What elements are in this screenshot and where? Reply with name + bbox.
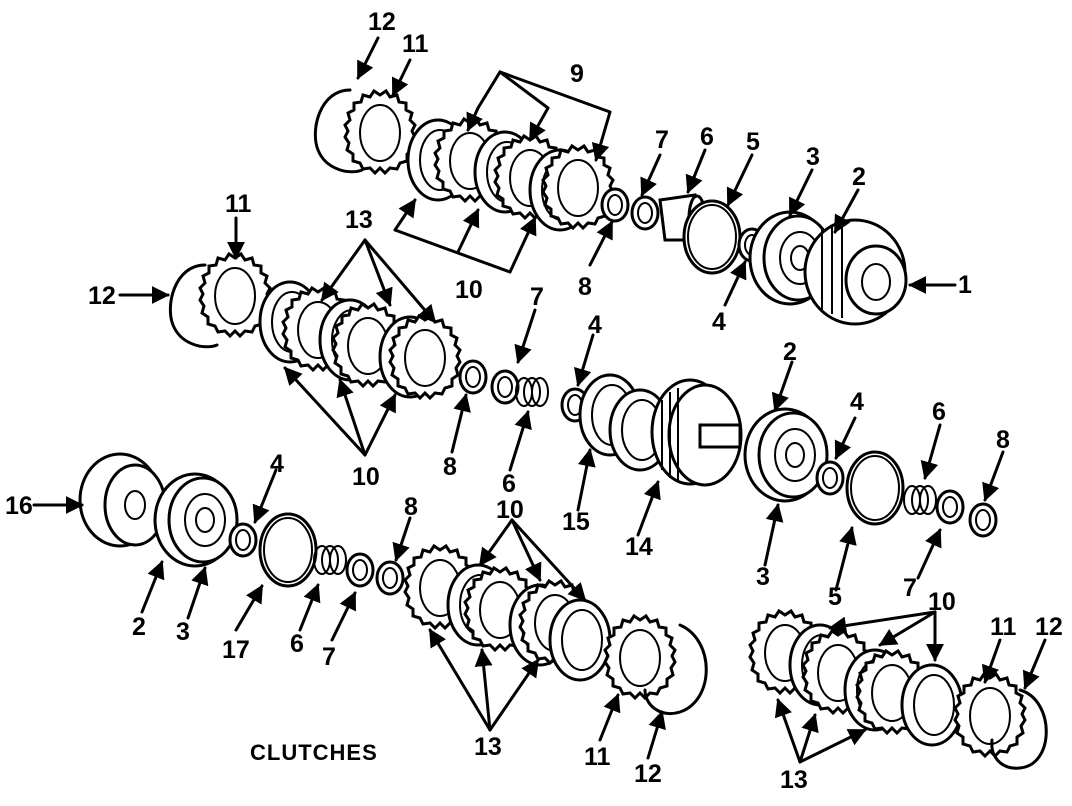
- seal-ring: [258, 512, 318, 588]
- callout-12: 12: [634, 760, 662, 788]
- callout-14: 14: [625, 533, 653, 561]
- spring: [903, 485, 937, 515]
- planetary-gear: [650, 378, 743, 487]
- callout-2: 2: [132, 613, 146, 641]
- callout-10: 10: [496, 496, 524, 524]
- callout-3: 3: [756, 563, 770, 591]
- washer: [228, 522, 258, 558]
- callout-13: 13: [780, 766, 808, 794]
- seal-ring: [682, 199, 742, 275]
- callout-4: 4: [270, 450, 284, 478]
- washer: [630, 195, 660, 231]
- callout-4: 4: [850, 388, 864, 416]
- clutch-plate: [541, 144, 615, 230]
- callout-8: 8: [996, 426, 1010, 454]
- lower-right-assembly: [748, 609, 1048, 770]
- clutch-disc: [900, 663, 964, 747]
- callout-15: 15: [562, 508, 590, 536]
- callout-7: 7: [322, 643, 336, 671]
- callout-10: 10: [352, 463, 380, 491]
- washer: [345, 552, 375, 588]
- clutch-plate: [953, 672, 1027, 758]
- callout-7: 7: [903, 574, 917, 602]
- callout-13: 13: [474, 733, 502, 761]
- clutch-plate: [388, 314, 462, 400]
- piston: [153, 472, 239, 568]
- callout-10: 10: [928, 588, 956, 616]
- callout-4: 4: [712, 308, 726, 336]
- washer: [490, 369, 520, 405]
- callout-10: 10: [455, 276, 483, 304]
- callout-9: 9: [570, 60, 584, 88]
- clutch-disc: [548, 598, 612, 682]
- callout-4: 4: [588, 311, 602, 339]
- callout-12: 12: [1035, 613, 1063, 641]
- callout-16: 16: [5, 492, 33, 520]
- callout-2: 2: [852, 163, 866, 191]
- washer: [375, 560, 405, 596]
- diagram-caption: CLUTCHES: [250, 740, 378, 765]
- clutch-drum: [803, 218, 908, 326]
- callout-7: 7: [655, 126, 669, 154]
- callout-8: 8: [404, 493, 418, 521]
- middle-assembly: [168, 252, 998, 538]
- washer: [935, 489, 965, 525]
- callout-11: 11: [584, 743, 611, 771]
- seal-ring: [845, 450, 905, 526]
- washer: [968, 502, 998, 538]
- callout-11: 11: [990, 613, 1017, 641]
- callout-6: 6: [700, 123, 714, 151]
- snap-ring: [643, 623, 708, 715]
- callout-3: 3: [176, 618, 190, 646]
- lower-left-assembly: [78, 452, 405, 596]
- upper-assembly: [313, 88, 908, 326]
- clutch-plate: [603, 614, 677, 700]
- washer: [458, 359, 488, 395]
- callout-11: 11: [402, 30, 429, 58]
- callout-7: 7: [530, 283, 544, 311]
- spring: [313, 545, 347, 575]
- spring: [515, 377, 549, 407]
- callout-6: 6: [932, 398, 946, 426]
- callout-13: 13: [345, 206, 373, 234]
- drum-housing: [78, 452, 167, 548]
- piston: [743, 407, 829, 503]
- callout-3: 3: [806, 143, 820, 171]
- callout-6: 6: [502, 470, 516, 498]
- callout-12: 12: [368, 8, 396, 36]
- callout-5: 5: [746, 128, 760, 156]
- washer: [815, 460, 845, 496]
- leader-lines: [32, 36, 1047, 764]
- callout-8: 8: [443, 453, 457, 481]
- snap-ring: [990, 688, 1048, 770]
- clutch-plate: [343, 89, 417, 175]
- callout-2: 2: [783, 338, 797, 366]
- callout-17: 17: [222, 636, 250, 664]
- callout-5: 5: [828, 583, 842, 611]
- callout-8: 8: [578, 273, 592, 301]
- washer: [600, 187, 630, 223]
- callout-labels: 12 11 9 10 7 6 5 3 2 1 8 4 11 12 13 10 7…: [5, 8, 1063, 794]
- lower-center-assembly: [403, 544, 708, 715]
- callout-11: 11: [225, 190, 252, 218]
- callout-12: 12: [88, 282, 116, 310]
- callout-1: 1: [958, 271, 972, 299]
- callout-6: 6: [290, 630, 304, 658]
